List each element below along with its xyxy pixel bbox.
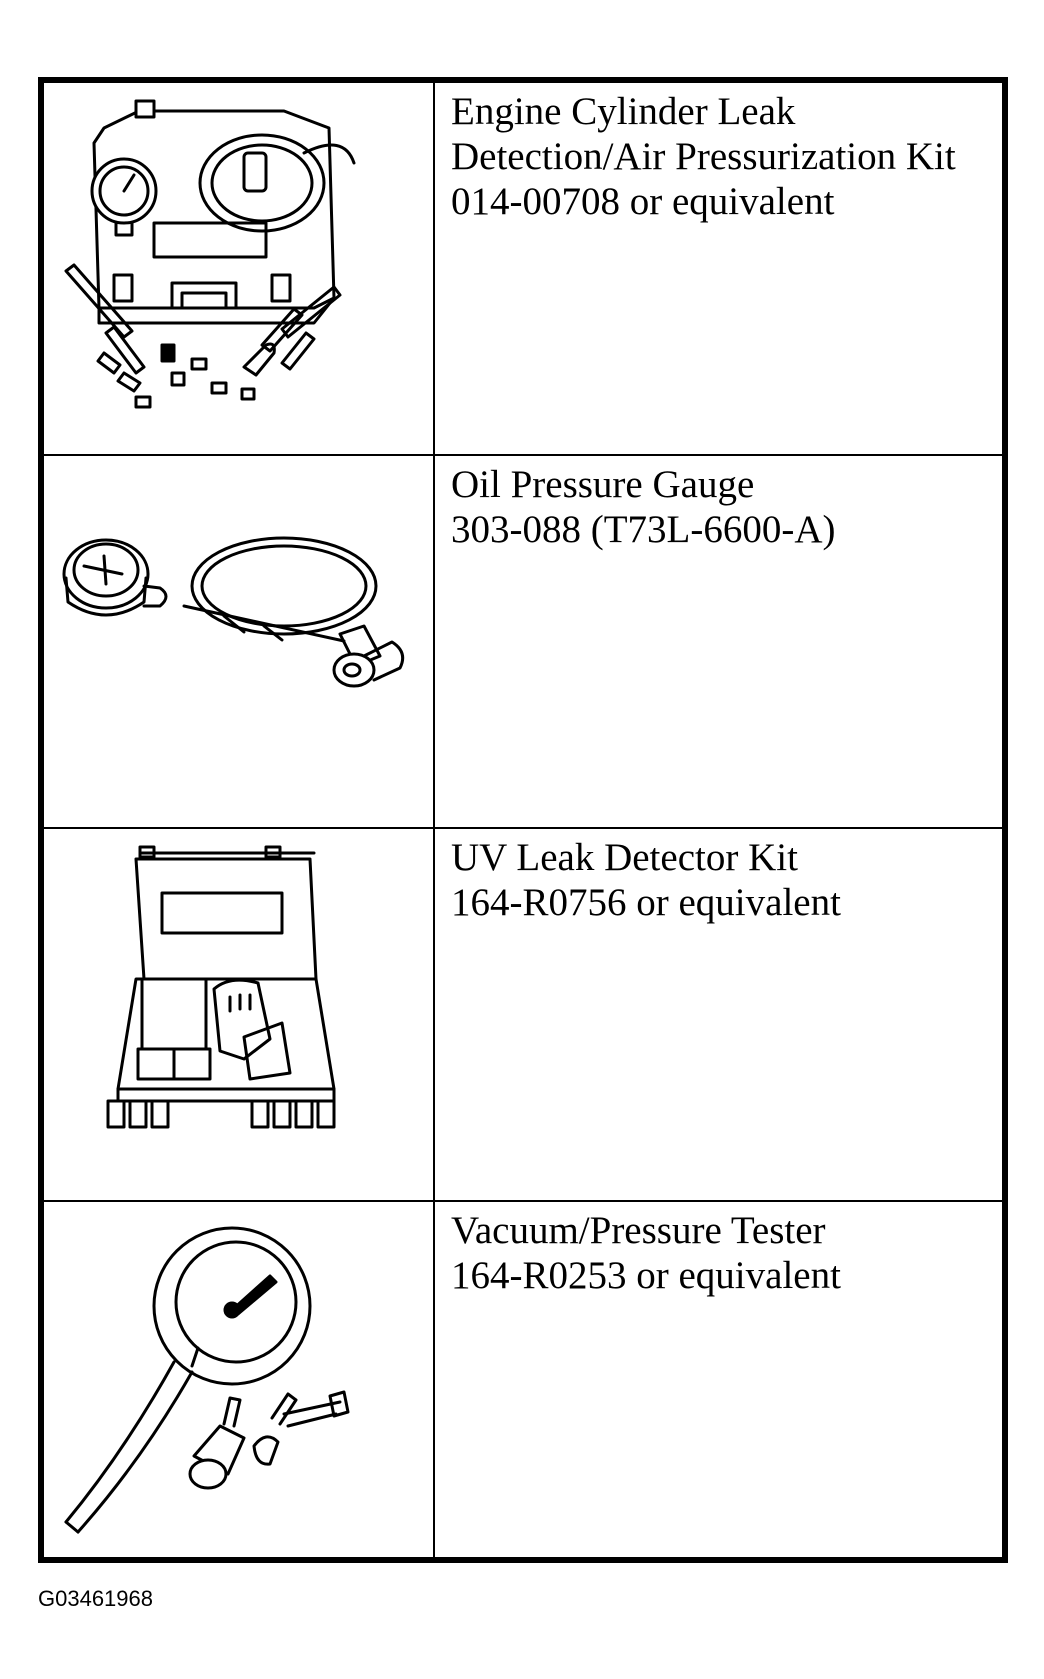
tool-description-1: Engine Cylinder Leak Detection/Air Press… — [435, 83, 1002, 456]
tool-part-number: 164-R0253 or equivalent — [451, 1254, 841, 1297]
tool-description-2: Oil Pressure Gauge 303-088 (T73L-6600-A) — [435, 456, 1002, 829]
tool-illustration-3 — [44, 829, 435, 1202]
tool-illustration-2 — [44, 456, 435, 829]
special-tools-table: Engine Cylinder Leak Detection/Air Press… — [38, 77, 1008, 1563]
tool-illustration-1 — [44, 83, 435, 456]
tool-name-line: Detection/Air Pressurization Kit — [451, 135, 956, 178]
tool-name-line: Oil Pressure Gauge — [451, 463, 755, 506]
tool-illustration-4 — [44, 1202, 435, 1557]
tool-part-number: 014-00708 or equivalent — [451, 180, 835, 223]
tool-part-number: 303-088 (T73L-6600-A) — [451, 508, 836, 551]
vacuum-pressure-tester-icon — [64, 1226, 350, 1534]
figure-id: G03461968 — [38, 1586, 153, 1611]
tool-name-line: UV Leak Detector Kit — [451, 836, 798, 879]
leak-detection-kit-icon — [64, 99, 356, 409]
tool-description-4: Vacuum/Pressure Tester 164-R0253 or equi… — [435, 1202, 1002, 1557]
tool-name-line: Vacuum/Pressure Tester — [451, 1209, 826, 1252]
uv-leak-detector-kit-icon — [106, 845, 336, 1129]
tool-description-3: UV Leak Detector Kit 164-R0756 or equiva… — [435, 829, 1002, 1202]
oil-pressure-gauge-icon — [62, 536, 405, 688]
tool-name-line: Engine Cylinder Leak — [451, 90, 796, 133]
tool-part-number: 164-R0756 or equivalent — [451, 881, 841, 924]
